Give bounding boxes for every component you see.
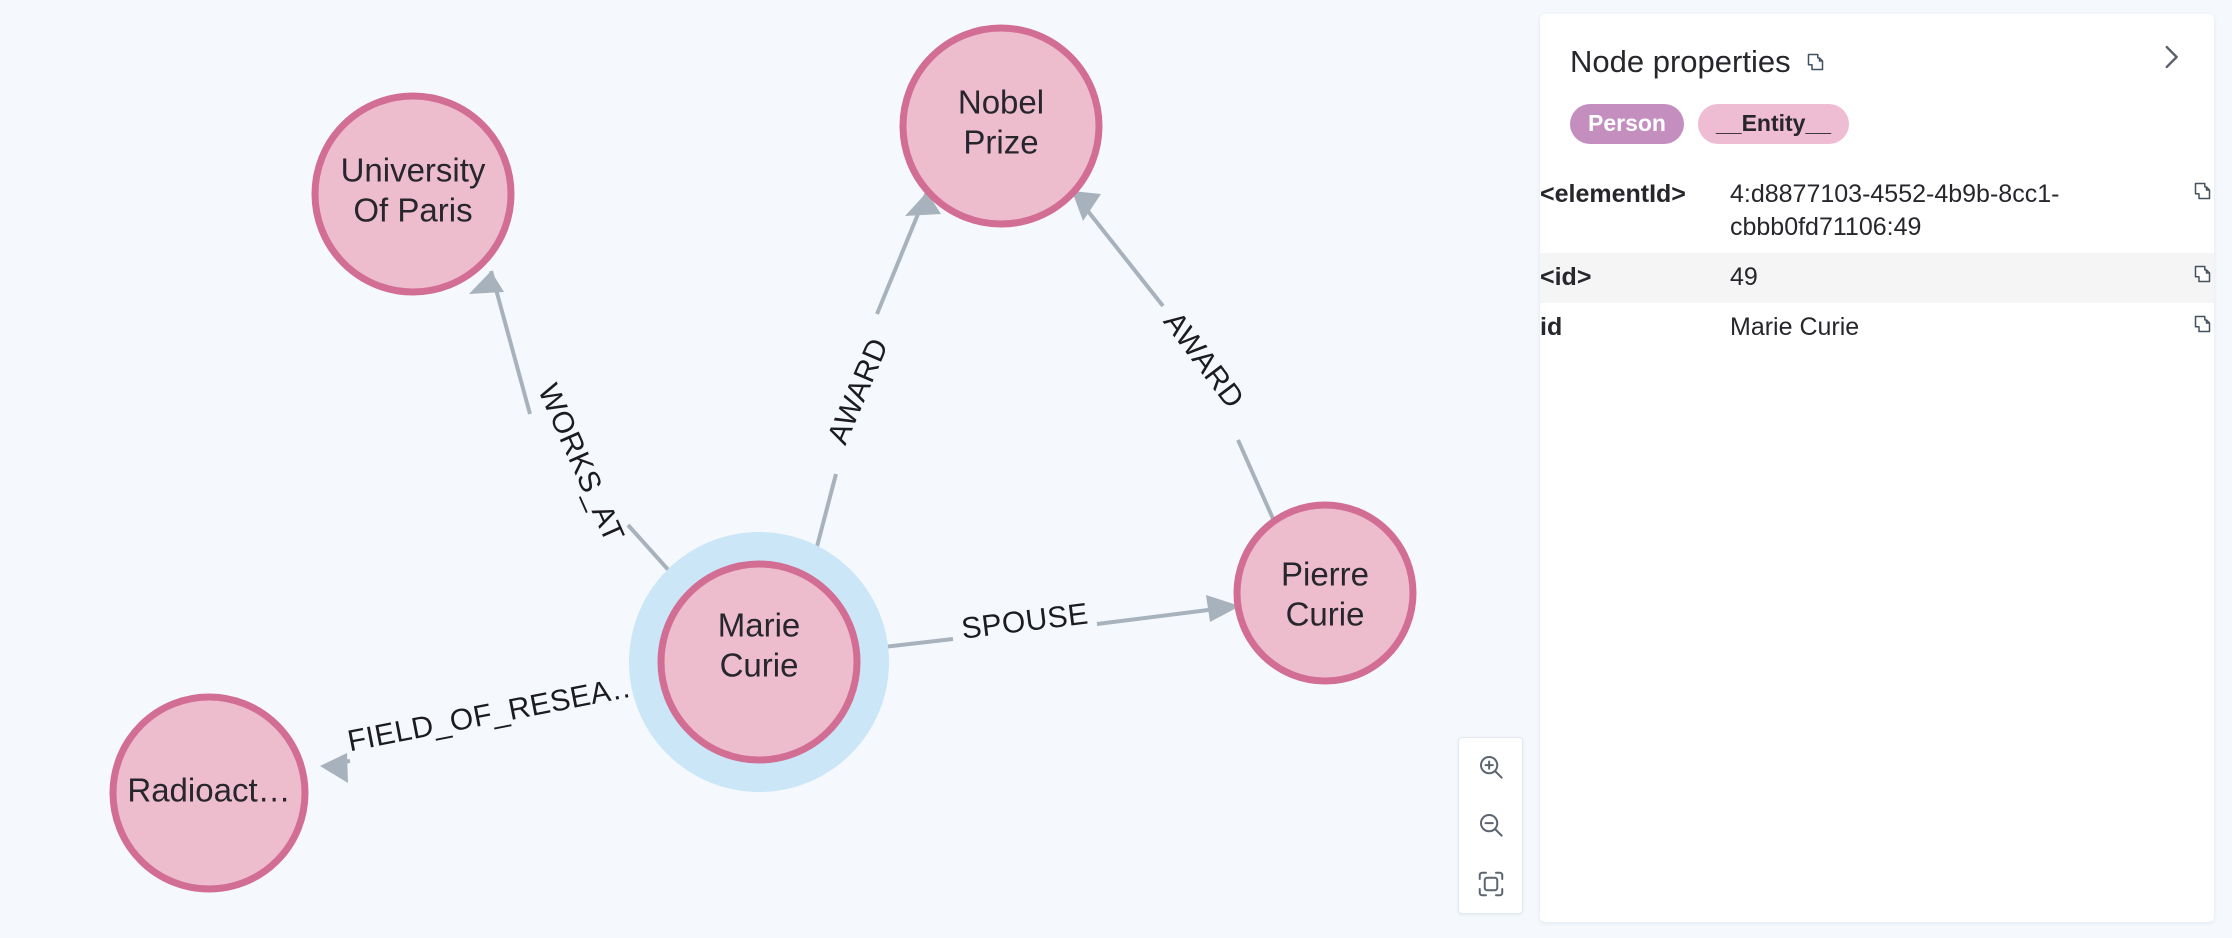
- zoom-controls: [1458, 737, 1523, 914]
- fit-to-screen-icon: [1476, 869, 1506, 899]
- edge-label-award-pierre: AWARD: [1157, 306, 1250, 415]
- graph-node-marie-curie[interactable]: Marie Curie: [629, 532, 889, 792]
- zoom-in-button[interactable]: [1468, 744, 1514, 790]
- edge-arrowhead: [469, 271, 504, 294]
- property-key: id: [1540, 313, 1563, 341]
- zoom-out-button[interactable]: [1468, 802, 1514, 848]
- property-key: <id>: [1540, 263, 1592, 291]
- edge-label-field-of-research: FIELD_OF_RESEA…: [345, 669, 644, 758]
- zoom-in-icon: [1476, 752, 1506, 782]
- table-row[interactable]: <id> 49: [1540, 253, 2214, 303]
- edge-arrowhead: [1072, 191, 1101, 221]
- table-row[interactable]: id Marie Curie: [1540, 303, 2214, 353]
- edge-label-award-marie: AWARD: [821, 334, 895, 449]
- property-value: 49: [1730, 263, 1758, 291]
- graph-visualization[interactable]: WORKS_AT AWARD AWARD SPOUSE: [0, 0, 1540, 938]
- graph-canvas[interactable]: WORKS_AT AWARD AWARD SPOUSE: [0, 0, 1540, 938]
- node-label-chip-entity[interactable]: __Entity__: [1697, 104, 1850, 144]
- panel-header: Node properties: [1540, 14, 2214, 80]
- property-key: <elementId>: [1540, 180, 1686, 208]
- graph-node-pierre-curie[interactable]: Pierre Curie: [1233, 501, 1417, 685]
- edge-spouse[interactable]: SPOUSE: [857, 595, 1240, 652]
- copy-all-properties-icon[interactable]: [1803, 49, 1827, 73]
- panel-title: Node properties: [1570, 44, 1791, 79]
- zoom-out-icon: [1476, 810, 1506, 840]
- edge-award-marie[interactable]: AWARD: [807, 191, 941, 578]
- edge-arrowhead: [1206, 595, 1240, 622]
- edge-award-pierre[interactable]: AWARD: [1070, 189, 1276, 522]
- edge-field-of-research[interactable]: FIELD_OF_RESEA…: [320, 669, 664, 783]
- node-labels-row: Person __Entity__: [1540, 80, 2214, 144]
- property-value: Marie Curie: [1730, 313, 1860, 341]
- edge-works-at[interactable]: WORKS_AT: [469, 270, 691, 595]
- copy-property-icon[interactable]: [2190, 261, 2214, 294]
- property-value: 4:d8877103-4552-4b9b-8cc1-cbbb0fd71106:4…: [1730, 180, 2060, 241]
- collapse-panel-button[interactable]: [2154, 40, 2188, 74]
- graph-node-radioactivity[interactable]: Radioact…: [109, 693, 309, 893]
- edge-arrowhead: [320, 753, 348, 783]
- node-label-chip-person[interactable]: Person: [1570, 104, 1684, 144]
- edge-label-works-at: WORKS_AT: [531, 379, 630, 547]
- edge-label-spouse: SPOUSE: [960, 597, 1091, 645]
- properties-table: <elementId> 4:d8877103-4552-4b9b-8cc1-cb…: [1540, 170, 2214, 353]
- graph-node-university-of-paris[interactable]: University Of Paris: [311, 92, 515, 296]
- fit-to-screen-button[interactable]: [1468, 861, 1514, 907]
- copy-property-icon[interactable]: [2190, 311, 2214, 344]
- graph-node-nobel-prize[interactable]: Nobel Prize: [899, 24, 1103, 228]
- edge-arrowhead: [905, 192, 941, 216]
- copy-property-icon[interactable]: [2190, 178, 2214, 211]
- table-row[interactable]: <elementId> 4:d8877103-4552-4b9b-8cc1-cb…: [1540, 170, 2214, 253]
- node-properties-panel: Node properties Person __Entity__ <eleme…: [1540, 14, 2214, 922]
